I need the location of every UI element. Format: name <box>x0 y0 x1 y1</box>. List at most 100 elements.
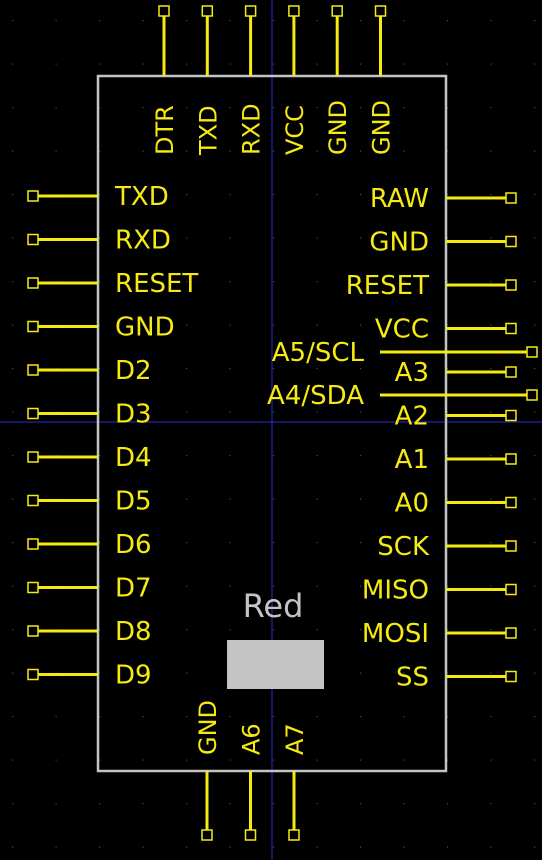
pin-end <box>158 5 170 17</box>
pin-label: RESET <box>115 269 198 299</box>
grid-dot <box>534 237 536 239</box>
grid-dot <box>534 150 536 152</box>
pin-end <box>244 829 257 841</box>
pin-label: A0 <box>395 489 429 519</box>
grid-dot <box>229 150 231 152</box>
grid-dot <box>360 803 362 805</box>
grid-dot <box>99 498 101 500</box>
pin-top-dtr: DTR <box>151 5 179 155</box>
grid-dot <box>186 803 188 805</box>
grid-dot <box>360 63 362 65</box>
grid-dot <box>316 542 318 544</box>
grid-dot <box>273 20 275 22</box>
grid-dot <box>12 150 14 152</box>
grid-dot <box>316 63 318 65</box>
pin-right-a1: A1 <box>395 445 517 475</box>
pin-bottom-a6: A6 <box>238 723 266 841</box>
grid-dot <box>403 629 405 631</box>
grid-dot <box>490 846 492 848</box>
grid-dot <box>229 368 231 370</box>
grid-dot <box>316 759 318 761</box>
grid-dot <box>403 455 405 457</box>
grid-dot <box>142 107 144 109</box>
grid-dot <box>316 107 318 109</box>
grid-dot <box>403 20 405 22</box>
grid-dot <box>12 846 14 848</box>
grid-dot <box>186 585 188 587</box>
pin-left-d5: D5 <box>27 487 152 517</box>
grid-dot <box>99 455 101 457</box>
grid-dot <box>534 498 536 500</box>
grid-dot <box>229 194 231 196</box>
grid-dot <box>99 107 101 109</box>
grid-dot <box>142 324 144 326</box>
grid-dot <box>273 368 275 370</box>
grid-dot <box>403 846 405 848</box>
grid-dot <box>447 846 449 848</box>
grid-dot <box>12 194 14 196</box>
pin-end <box>505 453 517 465</box>
grid-dot <box>99 629 101 631</box>
pin-bottom-gnd: GND <box>194 700 222 841</box>
pin-label: D5 <box>115 487 152 517</box>
grid-dot <box>99 716 101 718</box>
grid-dot <box>186 411 188 413</box>
pin-end <box>505 627 517 639</box>
grid-dot <box>490 194 492 196</box>
grid-dot <box>229 107 231 109</box>
pin-left-d3: D3 <box>27 400 152 430</box>
grid-dot <box>273 585 275 587</box>
grid-dot <box>490 498 492 500</box>
grid-dot <box>273 846 275 848</box>
grid-dot <box>360 716 362 718</box>
pin-end <box>27 407 39 420</box>
color-name-label: Red <box>243 587 304 625</box>
pin-label: MOSI <box>362 619 429 649</box>
grid-dot <box>447 585 449 587</box>
grid-dot <box>360 585 362 587</box>
grid-dot <box>12 498 14 500</box>
grid-dot <box>360 20 362 22</box>
grid-dot <box>447 237 449 239</box>
grid-dot <box>229 63 231 65</box>
grid-dot <box>403 716 405 718</box>
grid-dot <box>99 672 101 674</box>
pin-left-d4: D4 <box>27 443 152 473</box>
grid-dot <box>447 150 449 152</box>
grid-dot <box>229 324 231 326</box>
grid-dot <box>447 716 449 718</box>
pin-end <box>505 670 517 683</box>
grid-dot <box>229 455 231 457</box>
grid-dot <box>490 803 492 805</box>
grid-dot <box>403 759 405 761</box>
pin-end <box>27 668 39 681</box>
grid-dot <box>360 150 362 152</box>
grid-dot <box>55 20 57 22</box>
grid-dot <box>534 411 536 413</box>
grid-dot <box>490 629 492 631</box>
pin-left-d6: D6 <box>27 530 152 560</box>
grid-dot <box>360 846 362 848</box>
grid-dot <box>360 237 362 239</box>
grid-dot <box>534 672 536 674</box>
pin-label: VCC <box>375 315 429 345</box>
grid-dot <box>403 672 405 674</box>
grid-dot <box>447 411 449 413</box>
pin-end <box>27 190 39 202</box>
grid-dot <box>316 368 318 370</box>
pin-left-txd: TXD <box>27 182 169 212</box>
pin-label: A7 <box>281 723 309 755</box>
pin-left-rxd: RXD <box>27 226 171 256</box>
grid-dot <box>12 107 14 109</box>
pin-right-sck: SCK <box>377 532 517 562</box>
grid-dot <box>99 63 101 65</box>
grid-dot <box>186 63 188 65</box>
grid-dot <box>142 281 144 283</box>
pin-end <box>27 233 39 246</box>
grid-dot <box>273 324 275 326</box>
grid-dot <box>186 716 188 718</box>
grid-dot <box>273 803 275 805</box>
pin-label: GND <box>368 100 396 155</box>
grid-dot <box>316 237 318 239</box>
